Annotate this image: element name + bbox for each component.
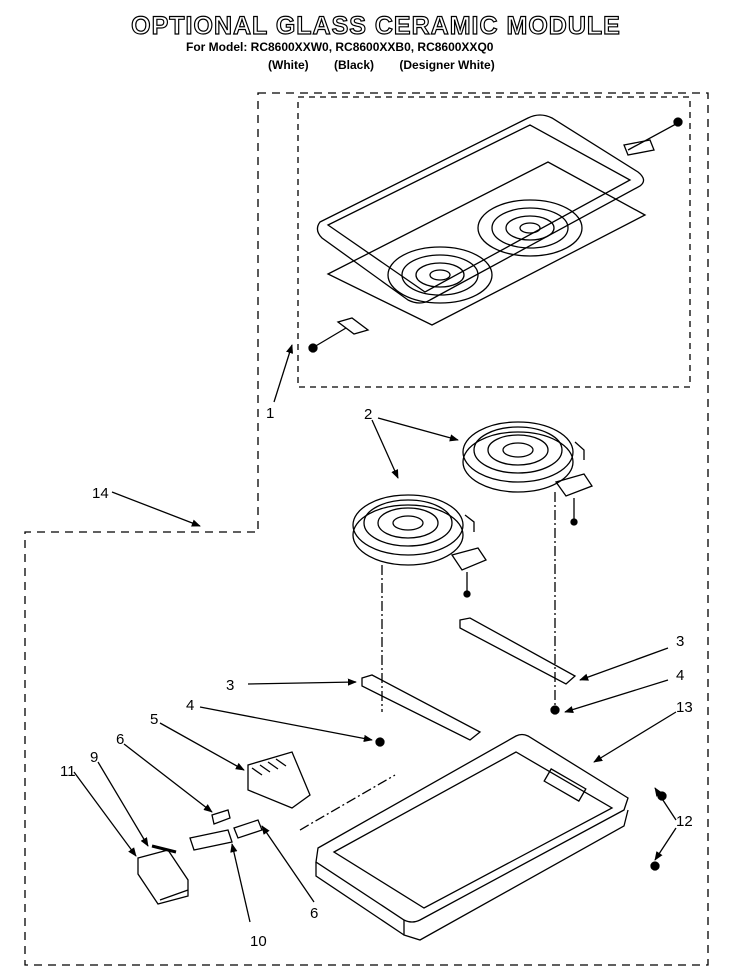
glass-burner-left xyxy=(387,246,493,304)
leader-lines xyxy=(73,344,677,923)
callout-4-right: 4 xyxy=(676,667,684,684)
variant-designer-white: (Designer White) xyxy=(399,58,495,72)
callout-14: 14 xyxy=(92,485,109,502)
glass-burner-right xyxy=(477,199,583,257)
junction-box xyxy=(137,849,189,905)
glass-top-frame xyxy=(316,114,645,304)
clip-6-upper xyxy=(211,809,231,825)
callout-4-left: 4 xyxy=(186,697,194,714)
screw-4-right xyxy=(550,705,560,715)
screw-12-lower xyxy=(650,861,660,871)
callout-9: 9 xyxy=(90,749,98,766)
model-numbers: For Model: RC8600XXW0, RC8600XXB0, RC860… xyxy=(186,40,494,54)
clip-10 xyxy=(189,829,233,851)
terminal-block xyxy=(247,751,311,809)
callout-1: 1 xyxy=(266,405,274,422)
glass-sheet xyxy=(326,161,647,326)
glass-top-boundary-dashed xyxy=(297,96,691,388)
color-variants: (White) (Black) (Designer White) xyxy=(268,58,517,72)
support-bracket-lower xyxy=(361,674,482,741)
callout-3-right: 3 xyxy=(676,633,684,650)
callout-12: 12 xyxy=(676,813,693,830)
screw-4-left xyxy=(375,737,385,747)
variant-black: (Black) xyxy=(334,58,375,72)
alignment-line-module xyxy=(299,774,396,831)
callout-6-lower: 6 xyxy=(310,905,318,922)
callout-13: 13 xyxy=(676,699,693,716)
callout-10: 10 xyxy=(250,933,267,950)
callout-3-left: 3 xyxy=(226,677,234,694)
variant-white: (White) xyxy=(268,58,309,72)
wire-lead xyxy=(159,889,189,901)
clip-6-lower xyxy=(233,819,263,839)
top-left-clip xyxy=(308,317,370,353)
top-right-clip xyxy=(623,117,683,156)
burner-box xyxy=(315,733,629,941)
callout-5: 5 xyxy=(150,711,158,728)
surface-unit-right xyxy=(462,421,593,526)
support-bracket-upper xyxy=(459,617,577,685)
callout-2: 2 xyxy=(364,406,372,423)
diagram-title: OPTIONAL GLASS CERAMIC MODULE xyxy=(131,11,621,40)
callout-11: 11 xyxy=(60,763,76,780)
surface-unit-left xyxy=(352,494,487,598)
assembly-boundary-dashed xyxy=(24,92,709,966)
screw-9 xyxy=(151,844,177,854)
callout-6-upper: 6 xyxy=(116,731,124,748)
